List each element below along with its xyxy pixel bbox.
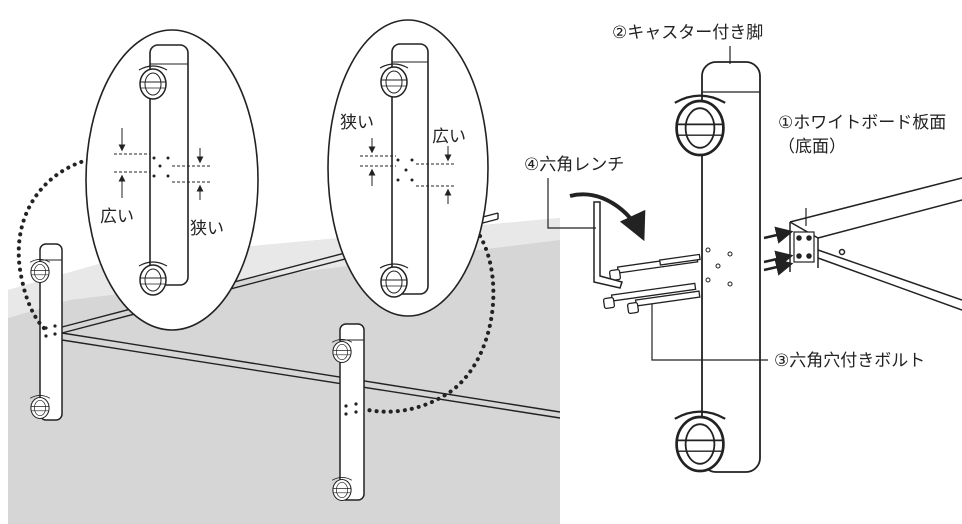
- label-whiteboard-panel: ①ホワイトボード板面: [778, 113, 946, 133]
- hex-wrench-icon: [593, 201, 623, 289]
- label-whiteboard-panel-sub: （底面）: [778, 137, 846, 157]
- label-hex-bolt: ③六角穴付きボルト: [774, 351, 925, 371]
- left-scene: 広い 狭い 狭い 広: [8, 19, 561, 524]
- label-left-wide: 広い: [100, 207, 134, 227]
- label-hex-wrench: ④六角レンチ: [524, 155, 624, 175]
- label-right-narrow: 狭い: [340, 113, 374, 133]
- label-left-narrow: 狭い: [190, 219, 224, 239]
- caster-leg-right: [331, 323, 365, 502]
- label-caster-leg: ②キャスター付き脚: [612, 23, 763, 43]
- rotation-arrow-icon: [569, 192, 646, 242]
- zoom-callout-left: 広い 狭い: [85, 29, 259, 331]
- arrow-icon: [763, 226, 794, 276]
- zoom-callout-right: 狭い 広い: [327, 19, 489, 317]
- caster-leg-exploded: [673, 61, 761, 473]
- label-right-wide: 広い: [432, 127, 466, 147]
- callout-dots-right: [366, 234, 496, 414]
- callout-dots-left: [16, 156, 97, 332]
- right-scene: ②キャスター付き脚 ①ホワイトボード板面 （底面） ④六角レンチ ③六角穴付きボ…: [524, 23, 962, 473]
- hex-bolt-icon: [602, 253, 701, 315]
- whiteboard-panel-rail: [789, 177, 962, 311]
